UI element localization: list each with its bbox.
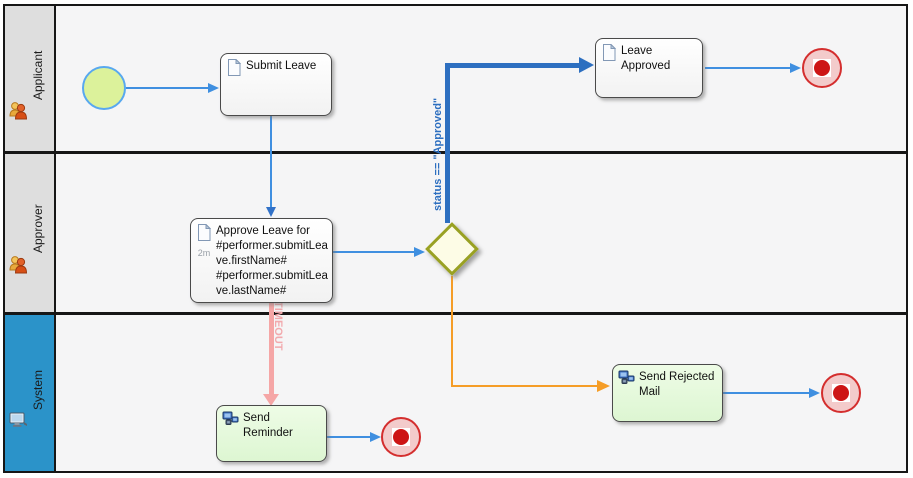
lane-header-approver[interactable] [5,154,54,312]
people-icon [8,255,28,279]
timer-label: 2m [197,248,211,258]
arrowhead [790,63,801,73]
arrowhead [414,247,425,257]
lane-divider [5,312,906,315]
user-task-icon [197,223,212,246]
arrowhead [597,380,610,392]
arrowhead [208,83,219,93]
service-task-icon [222,411,239,431]
end-event-approved[interactable] [802,48,842,88]
lane-divider [5,151,906,154]
user-task-icon [602,43,617,66]
timeout-flow[interactable] [269,303,274,395]
sequence-flow-gateway-approved[interactable] [445,63,450,223]
exclusive-gateway[interactable] [425,222,479,276]
sequence-flow-gateway-rejected[interactable] [451,276,453,386]
end-event-reminder[interactable] [381,417,421,457]
lane-label-system: System [31,369,45,410]
arrowhead [579,57,594,73]
arrowhead [370,432,381,442]
arrowhead [263,394,279,406]
sequence-flow-start-submit[interactable] [126,87,210,89]
timeout-label: TIMEOUT [272,301,284,351]
task-label: Leave Approved [621,45,671,72]
sequence-flow-rejected-end[interactable] [723,392,811,394]
task-leave-approved[interactable]: Leave Approved [595,38,703,98]
user-task-icon [227,58,242,81]
end-event-rejected[interactable] [821,373,861,413]
task-label: Submit Leave [246,60,317,72]
lane-label-applicant: Applicant [31,50,45,100]
task-submit-leave[interactable]: Submit Leave [220,53,332,116]
start-event[interactable] [82,66,126,110]
lane-header-applicant[interactable] [5,6,54,151]
people-icon [8,101,28,125]
service-task-icon [618,370,635,390]
lane-label-approver: Approver [31,204,45,253]
task-send-rejected-mail[interactable]: Send Rejected Mail [612,364,723,422]
task-approve-leave[interactable]: 2m Approve Leave for #performer.submitLe… [190,218,333,303]
sequence-flow-approve-gateway[interactable] [333,251,415,253]
sequence-flow-approved-end[interactable] [705,67,791,69]
sequence-flow-reminder-end[interactable] [327,436,372,438]
task-label: Send Rejected Mail [639,371,715,398]
task-send-reminder[interactable]: Send Reminder [216,405,327,462]
lane-header-divider [54,6,56,471]
task-label: Send Reminder [243,412,293,439]
arrowhead [266,207,276,217]
sequence-flow-gateway-rejected[interactable] [451,385,598,387]
condition-label: status == "Approved" [432,97,444,211]
task-label: Approve Leave for #performer.submitLeave… [216,225,328,297]
sequence-flow-submit-approve[interactable] [270,116,272,208]
sequence-flow-gateway-approved[interactable] [445,63,580,68]
computer-icon [9,412,28,433]
lane-header-system[interactable] [5,315,54,471]
arrowhead [809,388,820,398]
